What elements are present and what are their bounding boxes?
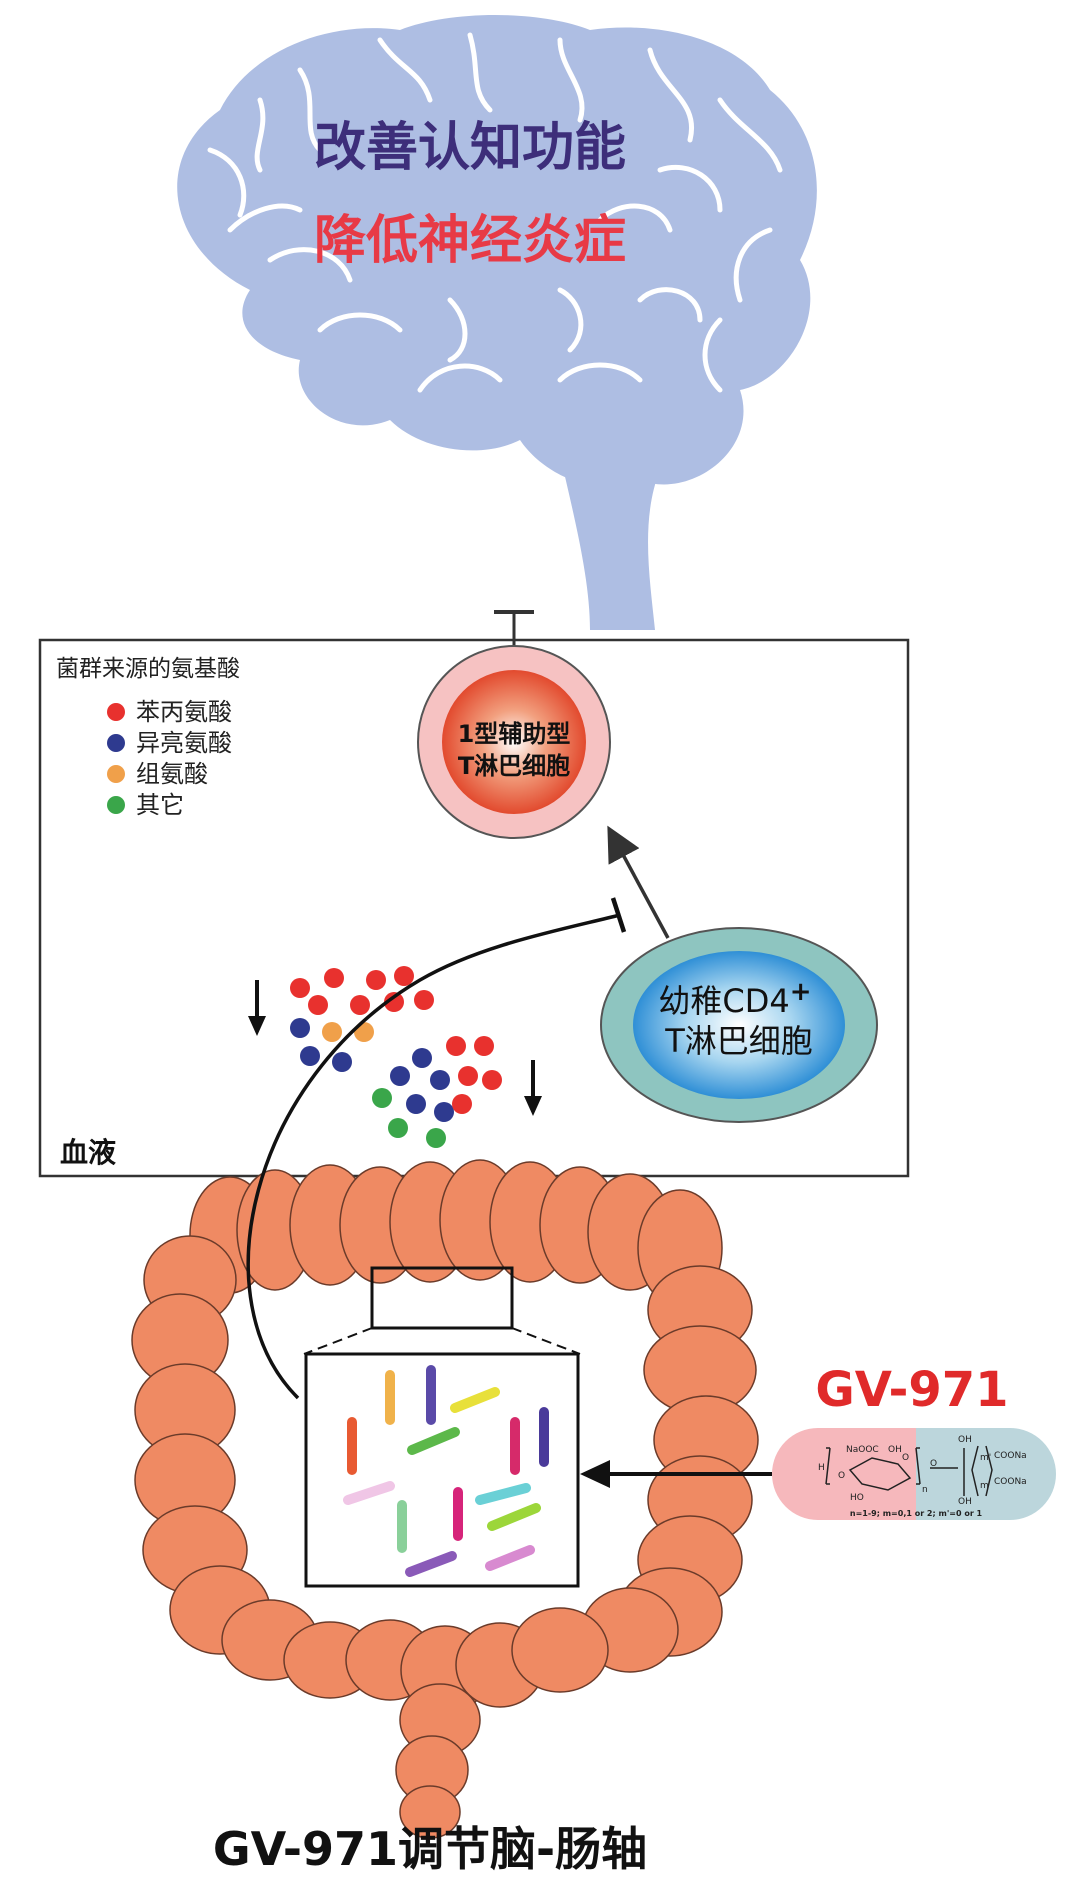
dot-phe	[452, 1094, 472, 1114]
th1-cell-label-1: 1型辅助型	[458, 720, 571, 748]
legend-label-other: 其它	[136, 791, 184, 819]
microbiota-box	[304, 1352, 580, 1588]
struct-o-1: O	[838, 1471, 845, 1481]
capsule-left	[772, 1428, 916, 1520]
naive-cell-nucleus	[633, 951, 845, 1099]
blood-label: 血液	[60, 1136, 116, 1169]
dot-green	[388, 1118, 408, 1138]
dot-phe	[446, 1036, 466, 1056]
dot-ile	[430, 1070, 450, 1090]
dot-ile	[332, 1052, 352, 1072]
dot-phe	[384, 992, 404, 1012]
dot-phe	[324, 968, 344, 988]
dot-phe	[350, 995, 370, 1015]
bacterium	[343, 1481, 395, 1505]
struct-oh-1: OH	[888, 1445, 902, 1455]
th1-cell-label-2: T淋巴细胞	[458, 752, 570, 780]
naive-cell-label-2: T淋巴细胞	[664, 1022, 813, 1060]
chemical-structure-labels: H NaOOC OH O O HO n O OH m' COONa m COON…	[818, 1435, 1027, 1518]
legend-label-his: 组氨酸	[136, 760, 208, 788]
dot-phe	[366, 970, 386, 990]
brain-stem	[560, 455, 660, 630]
naive-cell-label-1: 幼稚CD4+	[658, 977, 811, 1020]
brain-shape	[177, 15, 817, 487]
legend-dot-his	[107, 765, 125, 783]
bacterium	[487, 1503, 541, 1531]
bacterium	[475, 1483, 531, 1505]
bacterium	[407, 1427, 460, 1455]
drug-action-arrow	[580, 1460, 772, 1488]
legend: 苯丙氨酸 异亮氨酸 组氨酸 其它	[107, 698, 232, 819]
brain-title: 改善认知功能	[314, 118, 626, 178]
zoom-indicator	[303, 1266, 581, 1355]
dot-ile	[300, 1046, 320, 1066]
legend-label-ile: 异亮氨酸	[136, 729, 232, 757]
struct-mprime: m'	[980, 1453, 991, 1463]
struct-o-2: O	[930, 1459, 937, 1469]
bacterium	[485, 1545, 535, 1571]
dot-phe	[458, 1066, 478, 1086]
dot-phe	[414, 990, 434, 1010]
amino-acid-cluster-1	[290, 966, 434, 1072]
dot-phe	[394, 966, 414, 986]
legend-title: 菌群来源的氨基酸	[56, 656, 240, 682]
struct-oh-top: OH	[958, 1435, 972, 1445]
dot-ile	[390, 1066, 410, 1086]
differentiation-arrow	[607, 825, 670, 939]
intestine	[131, 1159, 759, 1839]
struct-coona-1: COONa	[994, 1451, 1027, 1461]
struct-n: n	[922, 1485, 928, 1495]
drug-name: GV-971	[815, 1362, 1008, 1418]
dot-phe	[290, 978, 310, 998]
dot-ile	[290, 1018, 310, 1038]
struct-o-ring: O	[902, 1453, 909, 1463]
legend-dot-phe	[107, 703, 125, 721]
dot-ile	[412, 1048, 432, 1068]
gv971-drug: GV-971 H NaOOC OH O O HO n O OH m' COONa…	[580, 1362, 1056, 1520]
dot-ile	[434, 1102, 454, 1122]
bacterium	[450, 1387, 500, 1413]
bacterium	[405, 1551, 457, 1577]
naive-cell-sup: +	[790, 977, 812, 1007]
dot-phe	[474, 1036, 494, 1056]
th1-inhibits-brain	[494, 610, 534, 650]
th1-cell: 1型辅助型 T淋巴细胞	[417, 645, 611, 839]
gut-microbiota-panel	[304, 1352, 580, 1588]
struct-m: m	[980, 1481, 989, 1491]
legend-label-phe: 苯丙氨酸	[136, 698, 232, 726]
struct-ho: HO	[850, 1493, 864, 1503]
brain-folds	[207, 32, 783, 393]
struct-footnote: n=1-9; m=0,1 or 2; m'=0 or 1	[850, 1509, 983, 1518]
dot-phe	[482, 1070, 502, 1090]
amino-acid-cluster-2	[372, 1036, 502, 1148]
legend-dot-ile	[107, 734, 125, 752]
capsule-right	[916, 1428, 1056, 1520]
dot-his	[322, 1022, 342, 1042]
dot-ile	[406, 1094, 426, 1114]
brain-subtitle: 降低神经炎症	[314, 211, 626, 271]
th1-cell-nucleus	[442, 670, 586, 814]
naive-cd4-cell: 幼稚CD4+ T淋巴细胞	[600, 927, 878, 1123]
dot-green	[372, 1088, 392, 1108]
decrease-arrow-right	[524, 1060, 542, 1116]
struct-naooc: NaOOC	[846, 1445, 879, 1455]
brain-illustration: 改善认知功能 降低神经炎症	[177, 15, 817, 630]
struct-coona-2: COONa	[994, 1477, 1027, 1487]
dot-phe	[308, 995, 328, 1015]
figure-caption: GV-971调节脑-肠轴	[213, 1822, 647, 1876]
dot-green	[426, 1128, 446, 1148]
gut-to-blood-inhibition	[246, 897, 627, 1400]
decrease-arrow-left	[248, 980, 266, 1036]
zoom-source-box	[370, 1266, 514, 1330]
chemical-structure	[825, 1445, 993, 1497]
struct-oh-bottom: OH	[958, 1497, 972, 1507]
struct-h: H	[818, 1463, 825, 1473]
legend-dot-other	[107, 796, 125, 814]
